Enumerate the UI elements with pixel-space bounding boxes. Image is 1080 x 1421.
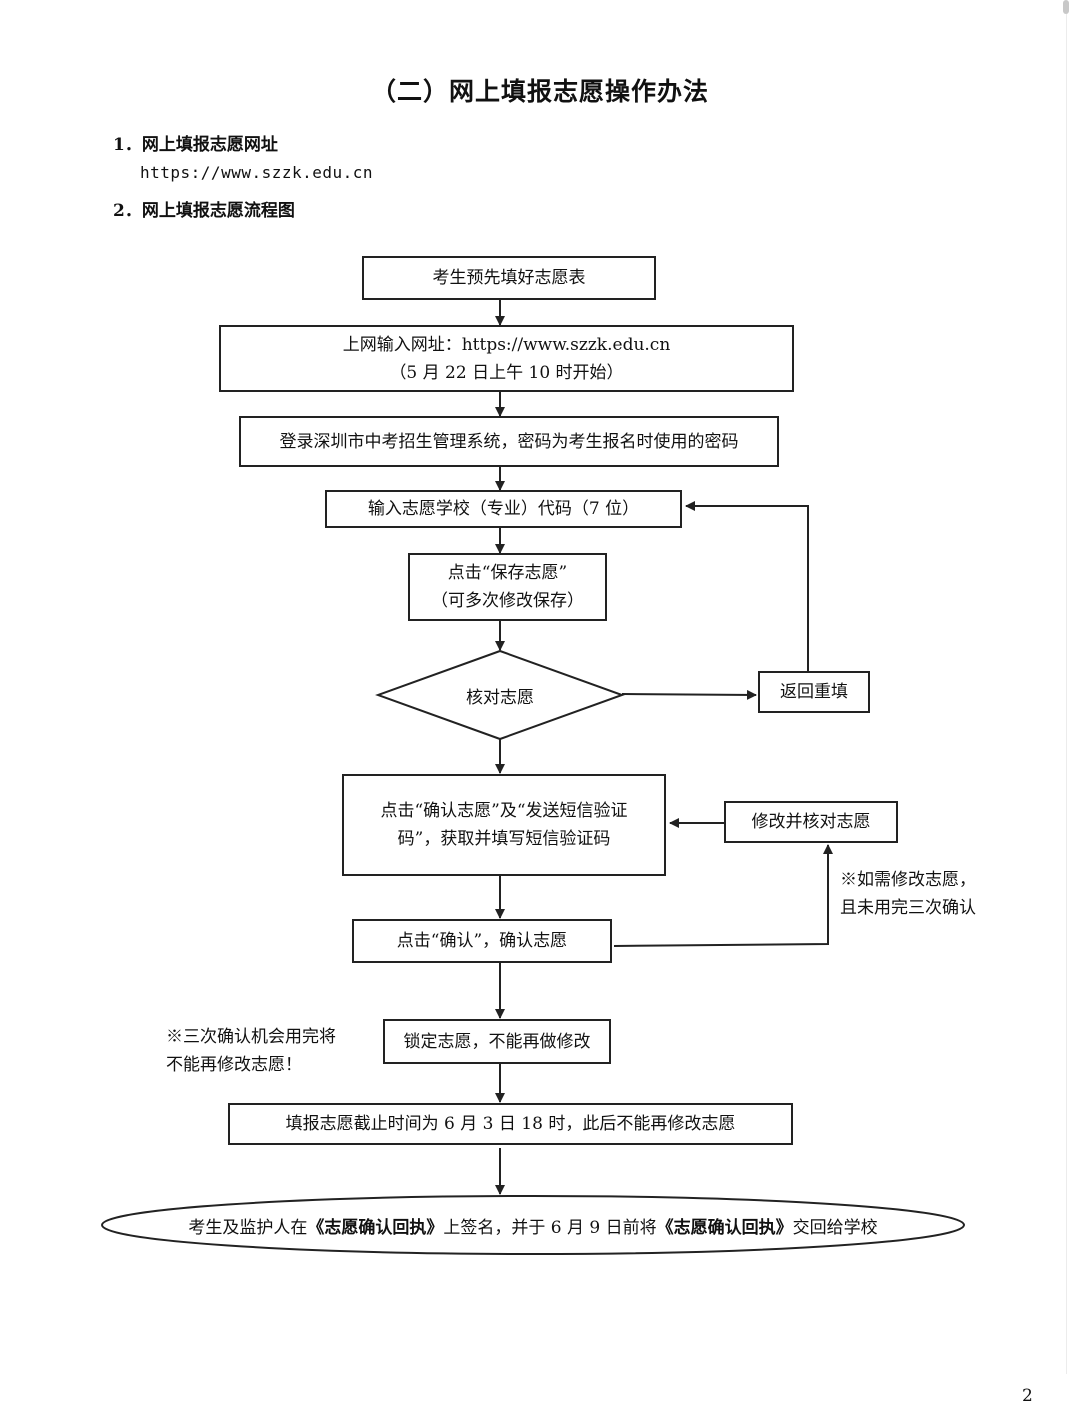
- step-confirm-sms-box: 点击“确认志愿”及“发送短信验证 码”，获取并填写短信验证码: [342, 774, 666, 876]
- note-lock: ※三次确认机会用完将 不能再修改志愿！: [166, 1023, 336, 1079]
- step-confirm-sms-line1: 点击“确认志愿”及“发送短信验证: [380, 801, 628, 821]
- step-visit-line2: （5 月 22 日上午 10 时开始）: [389, 362, 624, 383]
- step-code-box: 输入志愿学校（专业）代码（7 位）: [325, 490, 682, 528]
- note-lock-line2: 不能再修改志愿！: [166, 1055, 302, 1075]
- final-text-part2: 上签名，并于 6 月 9 日前将: [443, 1217, 657, 1238]
- step-prefill-box: 考生预先填好志愿表: [362, 256, 656, 300]
- step-save-line2: （可多次修改保存）: [431, 591, 584, 611]
- final-step-label: 考生及监护人在《志愿确认回执》上签名，并于 6 月 9 日前将《志愿确认回执》交…: [102, 1206, 964, 1244]
- step-save-line1: 点击“保存志愿”: [447, 563, 568, 583]
- note-modify-line2: 且未用完三次确认: [840, 898, 976, 918]
- note-modify: ※如需修改志愿， 且未用完三次确认: [840, 866, 976, 922]
- step-back-box: 返回重填: [758, 671, 870, 713]
- step-modify-text: 修改并核对志愿: [751, 812, 871, 832]
- final-text-part1: 考生及监护人在: [188, 1217, 308, 1238]
- page-title: （二）网上填报志愿操作办法: [370, 77, 709, 106]
- step-login-box: 登录深圳市中考招生管理系统，密码为考生报名时使用的密码: [239, 416, 779, 467]
- note-modify-line1: ※如需修改志愿，: [840, 870, 976, 890]
- step-visit-box: 上网输入网址：https://www.szzk.edu.cn （5 月 22 日…: [219, 325, 794, 392]
- step-code-text: 输入志愿学校（专业）代码（7 位）: [367, 499, 640, 519]
- scrollbar-track[interactable]: [1066, 14, 1067, 1374]
- step-confirm-box: 点击“确认”，确认志愿: [352, 919, 612, 963]
- page-number: 2: [1022, 1386, 1033, 1406]
- step-modify-box: 修改并核对志愿: [724, 801, 898, 843]
- note-lock-line1: ※三次确认机会用完将: [166, 1027, 336, 1047]
- step-lock-box: 锁定志愿，不能再做修改: [383, 1019, 611, 1064]
- step-prefill-text: 考生预先填好志愿表: [432, 268, 586, 288]
- step-visit-line1: 上网输入网址：https://www.szzk.edu.cn: [342, 334, 671, 355]
- scrollbar-thumb[interactable]: [1063, 0, 1069, 14]
- step-confirm-text: 点击“确认”，确认志愿: [396, 931, 568, 951]
- step-deadline-text: 填报志愿截止时间为 6 月 3 日 18 时，此后不能再修改志愿: [285, 1114, 736, 1134]
- section-heading-url: 1．网上填报志愿网址: [113, 135, 278, 155]
- arrow-confirm-to-modify: [613, 844, 833, 947]
- registration-url: https://www.szzk.edu.cn: [140, 163, 374, 182]
- step-back-text: 返回重填: [780, 682, 848, 702]
- arrow-check-to-back: [621, 689, 757, 700]
- final-doc-name-2: 《志愿确认回执》: [656, 1217, 793, 1238]
- arrow-back-to-code: [685, 501, 809, 671]
- final-text-part3: 交回给学校: [792, 1217, 878, 1238]
- step-deadline-box: 填报志愿截止时间为 6 月 3 日 18 时，此后不能再修改志愿: [228, 1103, 793, 1145]
- final-doc-name-1: 《志愿确认回执》: [307, 1217, 444, 1238]
- decision-diamond-shape: [375, 649, 625, 741]
- step-save-box: 点击“保存志愿” （可多次修改保存）: [408, 553, 607, 621]
- final-oval-shape: [101, 1195, 965, 1255]
- section-heading-flowchart: 2．网上填报志愿流程图: [113, 201, 295, 221]
- step-confirm-sms-line2: 码”，获取并填写短信验证码: [397, 829, 611, 849]
- step-login-text: 登录深圳市中考招生管理系统，密码为考生报名时使用的密码: [279, 431, 739, 452]
- decision-check-label: 核对志愿: [466, 687, 534, 708]
- step-lock-text: 锁定志愿，不能再做修改: [403, 1031, 591, 1052]
